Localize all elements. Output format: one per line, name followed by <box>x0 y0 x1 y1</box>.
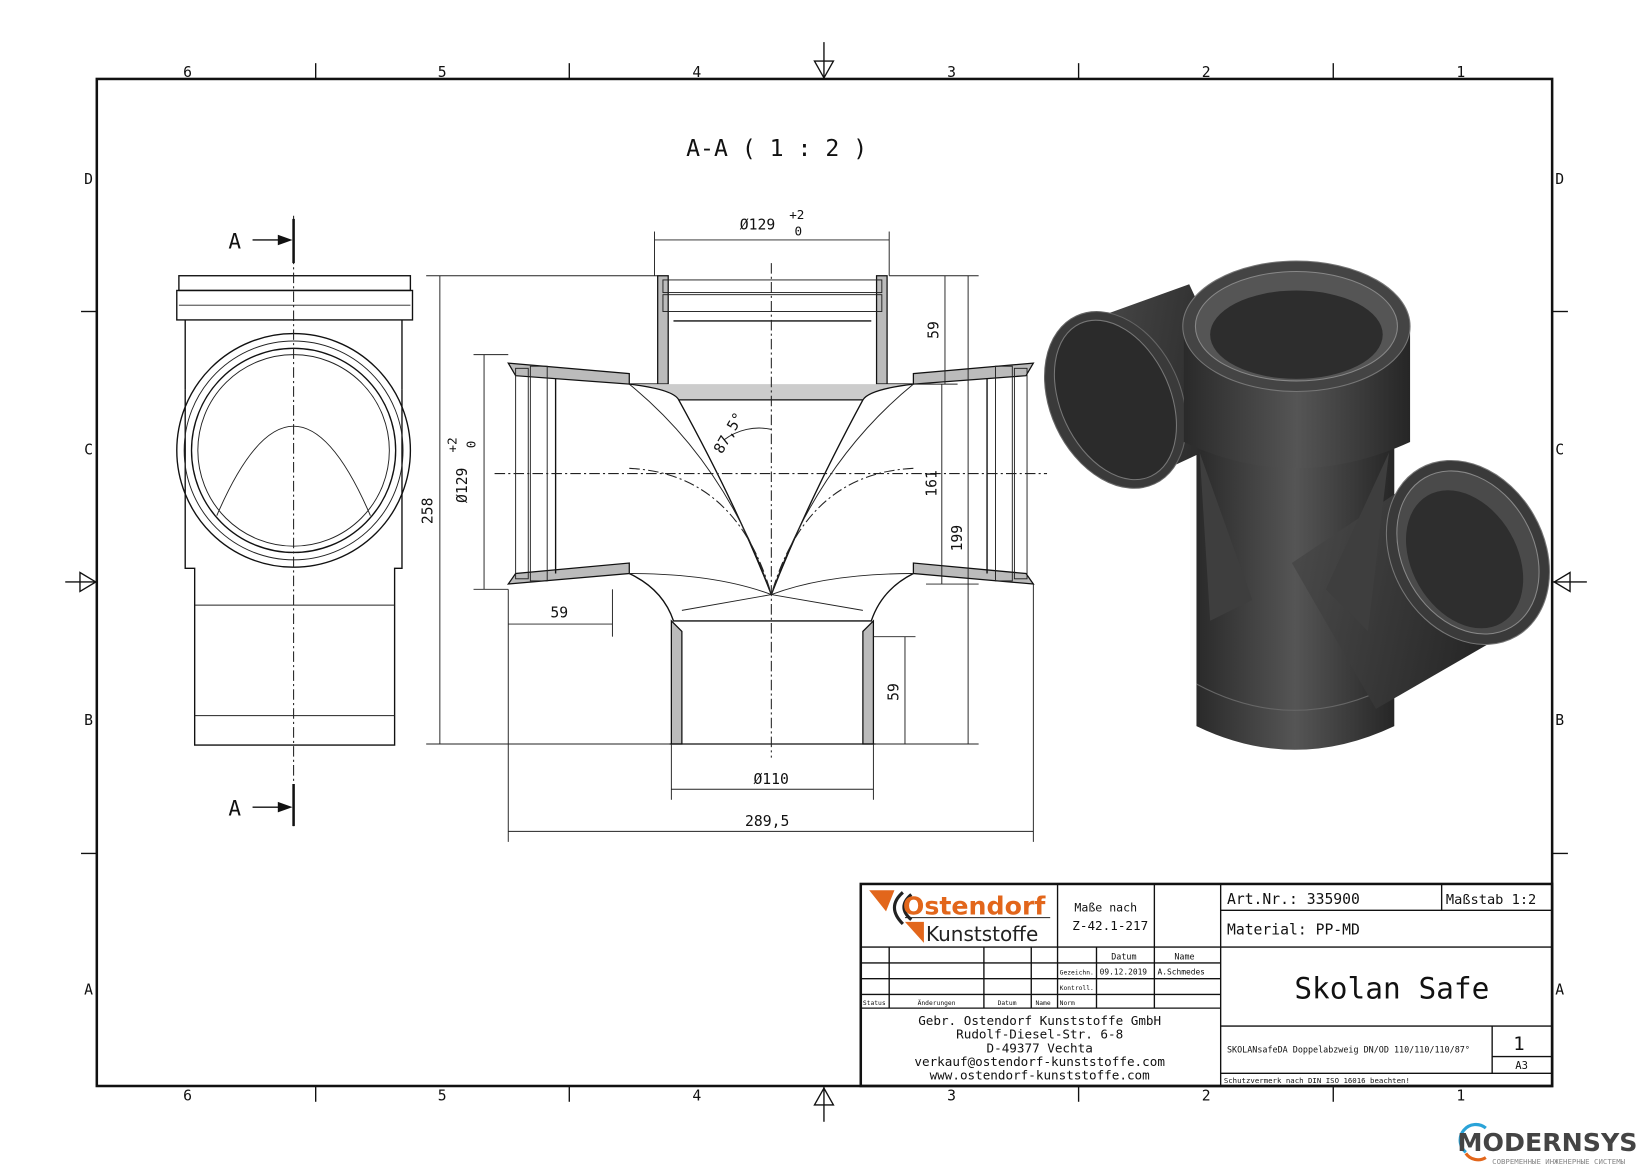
row-label: C <box>84 442 93 459</box>
row-drawn: Gezeichn. <box>1060 969 1094 976</box>
address-website: www.ostendorf-kunststoffe.com <box>930 1068 1150 1083</box>
dim-overall-height: 258 <box>419 497 436 524</box>
address-line: Gebr. Ostendorf Kunststoffe GmbH <box>918 1013 1161 1028</box>
row-label: C <box>1555 442 1564 459</box>
row-checked: Kontroll. <box>1060 985 1094 992</box>
column-label: 5 <box>438 1088 447 1105</box>
ostendorf-logo: Ostendorf Kunststoffe <box>869 890 1051 946</box>
dim-side-diameter: Ø129 <box>454 468 471 503</box>
address-line: Rudolf-Diesel-Str. 6-8 <box>956 1027 1123 1042</box>
row-norm: Norm <box>1060 1000 1075 1007</box>
dim-side-tol-upper: +2 <box>445 437 460 452</box>
row-label: D <box>1555 171 1564 188</box>
dimensions: Ø129 +2 0 258 Ø129 +2 0 59 Ø110 289,5 59… <box>419 207 1034 842</box>
row-label: B <box>1555 712 1564 729</box>
drawn-date: 09.12.2019 <box>1100 967 1148 976</box>
col-name2: Name <box>1035 1000 1050 1007</box>
column-label: 6 <box>183 64 192 81</box>
section-title: A-A ( 1 : 2 ) <box>686 136 867 162</box>
drawn-name: A.Schmedes <box>1158 967 1205 976</box>
section-marker: A <box>228 796 241 821</box>
row-label: B <box>84 712 93 729</box>
dim-side-tol-lower: 0 <box>464 441 479 449</box>
dim-bottom-diameter: Ø110 <box>753 771 788 788</box>
article-number: Art.Nr.: 335900 <box>1227 891 1360 908</box>
column-label: 2 <box>1202 1088 1211 1105</box>
dim-branch-bottom: 199 <box>949 525 966 552</box>
column-label: 6 <box>183 1088 192 1105</box>
col-datum: Datum <box>1111 952 1136 962</box>
svg-text:СОВРЕМЕННЫЕ ИНЖЕНЕРНЫЕ СИСТЕМЫ: СОВРЕМЕННЫЕ ИНЖЕНЕРНЫЕ СИСТЕМЫ <box>1492 1157 1625 1166</box>
scale: Maßstab 1:2 <box>1446 892 1536 908</box>
dim-top-tol-upper: +2 <box>789 207 804 222</box>
modernsys-watermark: MODERNSYS СОВРЕМЕННЫЕ ИНЖЕНЕРНЫЕ СИСТЕМЫ <box>1457 1122 1637 1166</box>
title-block: Ostendorf Kunststoffe Maße nach Z-42.1-2… <box>859 882 1554 1088</box>
column-label: 2 <box>1202 64 1211 81</box>
row-label: A <box>84 981 93 998</box>
product-description: SKOLANsafeDA Doppelabzweig DN/OD 110/110… <box>1227 1044 1470 1054</box>
protection-notice: Schutzvermerk nach DIN ISO 16016 beachte… <box>1224 1076 1410 1085</box>
material: Material: PP-MD <box>1227 921 1360 938</box>
dim-overall-width: 289,5 <box>745 813 789 830</box>
col-name: Name <box>1174 952 1194 962</box>
dim-top-tol-lower: 0 <box>794 224 802 239</box>
drawing-frame: 6 5 4 3 2 1 6 5 4 3 2 1 D C B A D C B A <box>65 42 1587 1122</box>
column-label: 4 <box>692 64 701 81</box>
svg-text:Kunststoffe: Kunststoffe <box>926 922 1038 946</box>
sheet-number: 1 <box>1513 1033 1524 1055</box>
column-label: 5 <box>438 64 447 81</box>
standard-label: Maße nach <box>1074 900 1137 914</box>
column-label: 1 <box>1456 1088 1465 1105</box>
3d-render <box>1043 260 1551 750</box>
dim-branch-height: 161 <box>924 470 941 497</box>
column-label: 3 <box>947 1088 956 1105</box>
sheet-format: A3 <box>1515 1060 1528 1072</box>
center-arrow-icon <box>65 42 1587 1122</box>
dim-top-diameter: Ø129 <box>740 216 775 233</box>
dim-top-socket: 59 <box>926 321 943 339</box>
column-label: 1 <box>1456 64 1465 81</box>
product-name: Skolan Safe <box>1294 972 1489 1006</box>
dim-bottom-spigot: 59 <box>886 683 903 701</box>
address-line: D-49377 Vechta <box>987 1040 1093 1055</box>
angle-dim: 87,5° <box>711 410 748 457</box>
svg-text:Ostendorf: Ostendorf <box>903 891 1047 920</box>
dim-left-socket: 59 <box>550 605 568 622</box>
column-label: 3 <box>947 64 956 81</box>
address-email: verkauf@ostendorf-kunststoffe.com <box>914 1054 1165 1069</box>
col-changes: Änderungen <box>918 998 956 1007</box>
standard-value: Z-42.1-217 <box>1072 918 1148 933</box>
col-date2: Datum <box>998 1000 1017 1007</box>
section-marker: A <box>228 228 241 253</box>
svg-text:MODERNSYS: MODERNSYS <box>1457 1128 1637 1157</box>
row-label: D <box>84 171 93 188</box>
col-status: Status <box>863 1000 886 1007</box>
section-view: 87,5° <box>494 263 1048 758</box>
side-view: A A <box>176 215 414 827</box>
column-label: 4 <box>692 1088 701 1105</box>
row-label: A <box>1555 981 1564 998</box>
